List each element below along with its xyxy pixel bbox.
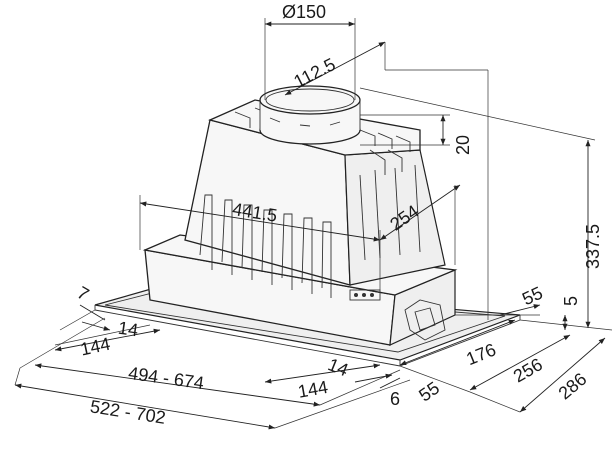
duct-collar [259,85,361,145]
dim-overall-width-range: 522 - 702 [89,396,167,428]
dim-front-inset-2: 144 [296,377,329,402]
dim-left-top: 7 [74,282,93,304]
dim-left-inset-2: 144 [79,334,113,360]
dim-overall-depth: 286 [555,369,591,404]
control-panel [349,289,381,301]
dim-frame-depth: 176 [463,339,498,369]
housing-body [142,99,458,346]
dim-left-inset-1: 14 [117,318,140,341]
dim-right-offset-top: 55 [519,283,546,310]
dim-frame-width-range: 494 - 674 [127,363,205,393]
dim-right-offset-bottom: 55 [415,378,443,406]
dim-front-inset-1: 14 [325,354,351,380]
dimension-lines [14,18,613,430]
dim-frame-thickness: 5 [561,296,581,306]
dim-collar-height: 20 [453,135,473,155]
dim-frame-depth-outer: 256 [510,354,546,386]
dim-duct-outer: Ø150 [282,2,326,22]
dim-front-small: 6 [390,389,400,409]
dim-total-height: 337.5 [583,224,603,269]
